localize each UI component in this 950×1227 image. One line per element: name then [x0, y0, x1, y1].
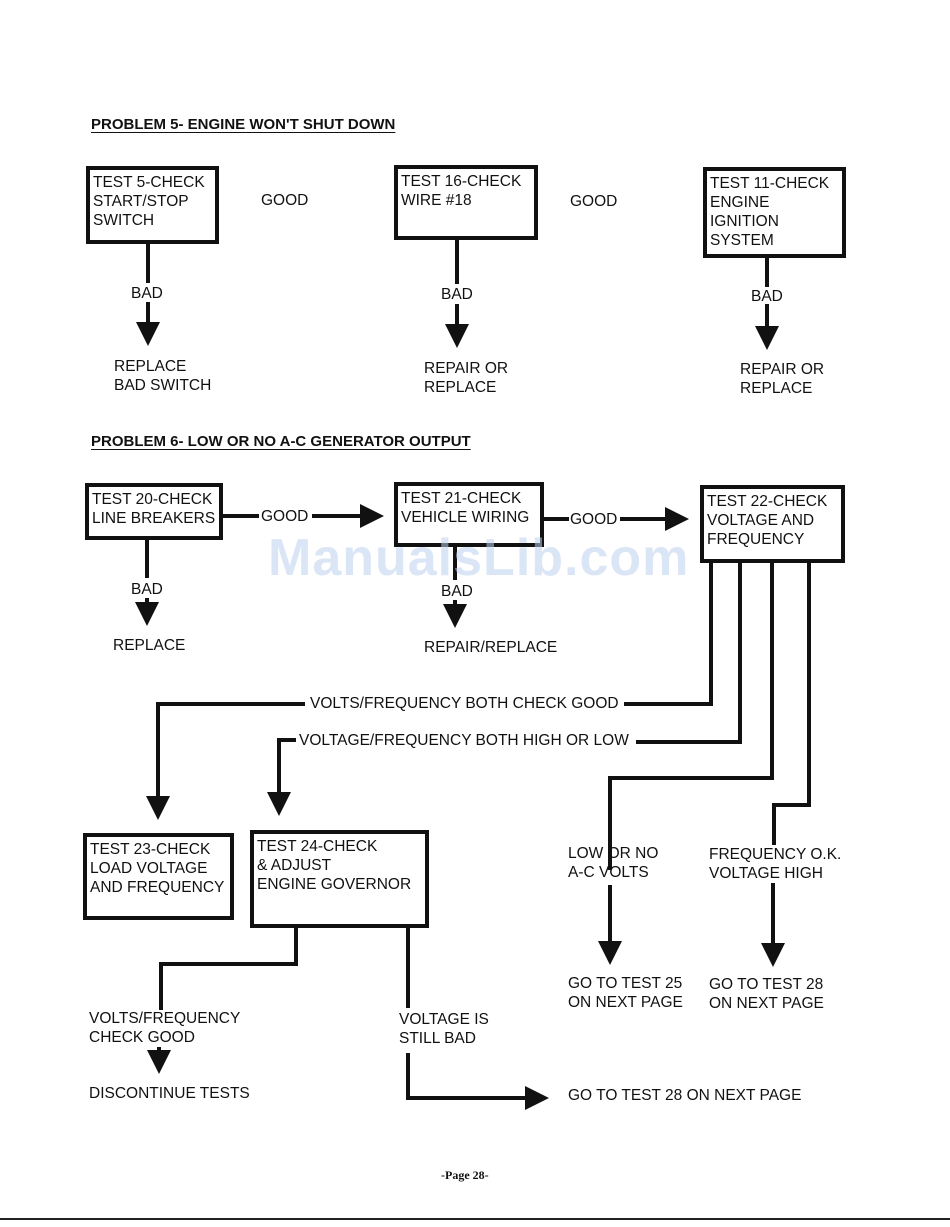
both-high-or-low-label: VOLTAGE/FREQUENCY BOTH HIGH OR LOW — [299, 732, 629, 749]
low-or-no-volts-label: LOW OR NO A-C VOLTS — [568, 845, 659, 881]
test-5-box: TEST 5-CHECK START/STOP SWITCH — [86, 166, 219, 244]
replace-result: REPLACE — [113, 637, 186, 654]
page-number: -Page 28- — [441, 1168, 489, 1182]
page-edge-line — [0, 1218, 950, 1220]
go-to-test-28-result: GO TO TEST 28 ON NEXT PAGE — [709, 976, 824, 1012]
problem-5-heading: PROBLEM 5- ENGINE WON'T SHUT DOWN — [91, 116, 396, 133]
go-to-test-28-result: GO TO TEST 28 ON NEXT PAGE — [568, 1087, 802, 1104]
test-24-box: TEST 24-CHECK & ADJUST ENGINE GOVERNOR — [250, 830, 429, 928]
good-label: GOOD — [261, 192, 309, 209]
repair-replace-result: REPAIR/REPLACE — [424, 639, 558, 656]
bad-label: BAD — [131, 581, 163, 598]
good-label: GOOD — [570, 511, 618, 528]
discontinue-tests-result: DISCONTINUE TESTS — [89, 1085, 250, 1102]
test-20-box: TEST 20-CHECK LINE BREAKERS — [85, 483, 223, 540]
frequency-ok-voltage-high-label: FREQUENCY O.K. VOLTAGE HIGH — [709, 846, 842, 882]
watermark: ManualsLib.com — [268, 529, 690, 587]
bad-label: BAD — [441, 583, 473, 600]
voltage-still-bad-label: VOLTAGE IS STILL BAD — [399, 1011, 489, 1047]
test-22-box: TEST 22-CHECK VOLTAGE AND FREQUENCY — [700, 485, 845, 563]
test-11-box: TEST 11-CHECK ENGINE IGNITION SYSTEM — [703, 167, 846, 258]
problem-6-heading: PROBLEM 6- LOW OR NO A-C GENERATOR OUTPU… — [91, 433, 471, 450]
volts-frequency-check-good-label: VOLTS/FREQUENCY CHECK GOOD — [89, 1010, 241, 1046]
bad-label: BAD — [441, 286, 473, 303]
test-21-box: TEST 21-CHECK VEHICLE WIRING — [394, 482, 544, 547]
bad-label: BAD — [751, 288, 783, 305]
replace-bad-switch-result: REPLACE BAD SWITCH — [114, 358, 212, 394]
good-label: GOOD — [261, 508, 309, 525]
test-16-box: TEST 16-CHECK WIRE #18 — [394, 165, 538, 240]
both-check-good-label: VOLTS/FREQUENCY BOTH CHECK GOOD — [310, 695, 619, 712]
bad-label: BAD — [131, 285, 163, 302]
test-23-box: TEST 23-CHECK LOAD VOLTAGE AND FREQUENCY — [83, 833, 234, 920]
good-label: GOOD — [570, 193, 618, 210]
repair-or-replace-result: REPAIR OR REPLACE — [740, 361, 825, 397]
repair-or-replace-result: REPAIR OR REPLACE — [424, 360, 509, 396]
go-to-test-25-result: GO TO TEST 25 ON NEXT PAGE — [568, 975, 683, 1011]
